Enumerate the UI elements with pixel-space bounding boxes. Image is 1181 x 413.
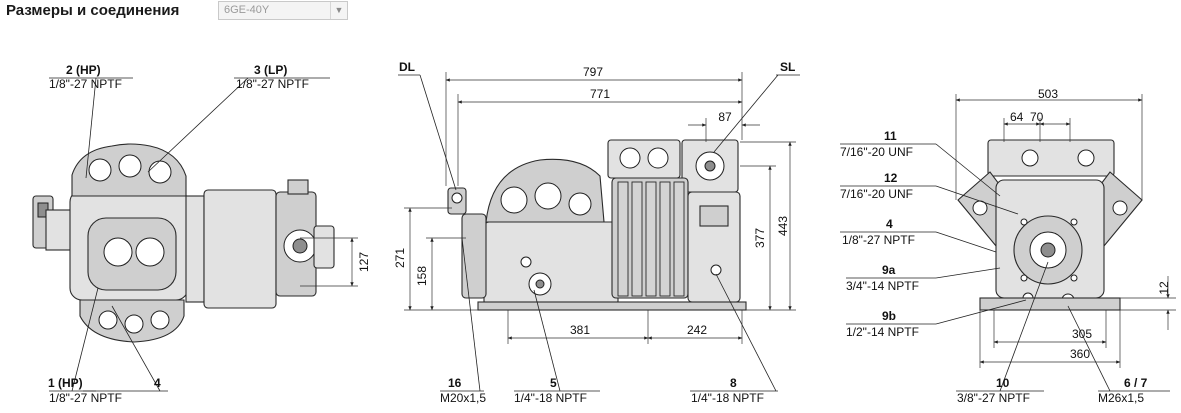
chevron-down-icon[interactable]: ▼ [330,2,347,19]
label-16-code: 16 [448,376,462,390]
dim-87: 87 [718,110,732,124]
dim-127: 127 [357,252,371,272]
top-view-compressor-drawing [32,143,335,343]
label-16-spec: M20x1,5 [440,391,486,405]
label-9a-spec: 3/4"-14 NPTF [846,279,919,293]
model-select-value: 6GE-40Y [224,4,270,16]
dim-797: 797 [583,65,603,79]
front-view-compressor-drawing [957,139,1143,311]
label-sl: SL [780,60,795,74]
dim-443: 443 [776,216,790,236]
label-9a-code: 9a [882,263,896,277]
dim-242: 242 [687,323,707,337]
model-select[interactable]: 6GE-40Y ▼ [218,1,348,20]
label-5-spec: 1/4"-18 NPTF [514,391,587,405]
dim-12: 12 [1157,281,1171,295]
label-3lp-code: 3 (LP) [254,63,287,77]
dim-64: 64 [1010,110,1024,124]
label-8-code: 8 [730,376,737,390]
label-1hp-code: 1 (HP) [48,376,83,390]
side-view-compressor-drawing [447,139,747,311]
top-view: 2 (HP) 1/8"-27 NPTF 3 (LP) 1/8"-27 NPTF … [32,63,371,405]
label-4-front-code: 4 [886,217,893,231]
dim-377: 377 [753,228,767,248]
label-9b-spec: 1/2"-14 NPTF [846,325,919,339]
label-1hp-spec: 1/8"-27 NPTF [49,391,122,405]
label-11-code: 11 [884,129,897,143]
label-10-spec: 3/8"-27 NPTF [957,391,1030,405]
dim-381: 381 [570,323,590,337]
label-2hp-spec: 1/8"-27 NPTF [49,77,122,91]
label-10-code: 10 [996,376,1010,390]
page-title: Размеры и соединения [6,2,180,19]
label-3lp-spec: 1/8"-27 NPTF [236,77,309,91]
label-12-code: 12 [884,171,898,185]
dim-771: 771 [590,87,610,101]
dim-158: 158 [415,266,429,286]
side-view: 797 771 87 377 443 271 158 381 242 [393,60,800,405]
label-6-7-spec: M26x1,5 [1098,391,1144,405]
dim-271: 271 [393,248,407,268]
dim-360: 360 [1070,347,1090,361]
label-9b-code: 9b [882,309,896,323]
front-view: 503 64 70 12 305 360 [840,87,1176,405]
label-dl: DL [399,60,415,74]
label-5-code: 5 [550,376,557,390]
label-12-spec: 7/16"-20 UNF [840,187,913,201]
label-8-spec: 1/4"-18 NPTF [691,391,764,405]
label-6-7-code: 6 / 7 [1124,376,1148,390]
label-2hp-code: 2 (HP) [66,63,101,77]
dim-70: 70 [1030,110,1044,124]
label-4-front-spec: 1/8"-27 NPTF [842,233,915,247]
label-11-spec: 7/16"-20 UNF [840,145,913,159]
label-4-code: 4 [154,376,161,390]
dim-503: 503 [1038,87,1058,101]
